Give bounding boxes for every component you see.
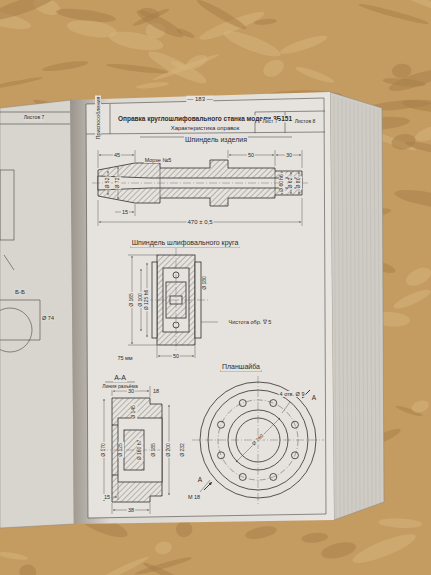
drawing-label: А-А: [113, 374, 127, 382]
right-page: [70, 92, 334, 524]
drawing-label: Ø 52: [105, 177, 111, 190]
drawing-label: Ø 72: [115, 177, 121, 190]
drawing-label: Ø 160 h7: [137, 439, 143, 462]
drawing-label: Приспособления: [95, 95, 101, 140]
drawing-label: Ø 232: [180, 442, 186, 458]
drawing-label: Ø 125 h6: [144, 289, 150, 312]
drawing-label: 470 ± 0,5: [187, 219, 214, 226]
drawing-label: Ø 170: [101, 442, 107, 458]
drawing-label: Шпиндель изделия: [184, 136, 248, 144]
drawing-label: Чистота обр. ∇ 5: [228, 319, 273, 325]
drawing-label: 15: [103, 494, 111, 500]
drawing-label: 38: [127, 507, 135, 513]
drawing-label: Ø 74: [41, 315, 55, 321]
drawing-label: А: [311, 394, 317, 401]
drawing-label: 4 отв. Ø 9: [279, 391, 306, 397]
drawing-label: А: [197, 476, 203, 483]
page-edges: [330, 92, 384, 520]
drawing-label: 50: [247, 152, 255, 158]
drawing-label: Морзе №5: [144, 157, 173, 163]
drawing-label: 75 мм: [116, 355, 133, 361]
drawing-label: Ø 80: [296, 177, 302, 190]
left-page: [0, 100, 74, 528]
drawing-label: 45: [113, 152, 121, 158]
drawing-label: — 183 —: [186, 96, 213, 103]
drawing-label: Ø 125: [118, 442, 124, 458]
drawing-label: Б-Б: [14, 289, 26, 296]
drawing-label: Ø 185: [151, 442, 157, 458]
section-a-a: [112, 398, 162, 502]
drawing-label: Ø 165: [129, 292, 135, 308]
drawing-label: Листов 7: [23, 115, 45, 121]
drawing-label: 15: [121, 209, 129, 215]
drawing-label: Ø 145: [131, 404, 137, 420]
drawing-label: Листов 8: [294, 119, 316, 125]
drawing-label: Ø 200: [166, 442, 172, 458]
drawing-label: 30: [285, 152, 293, 158]
drawing-label: 18: [152, 388, 160, 394]
drawing-label: Ø 100: [138, 292, 144, 308]
drawing-label: Ø 180: [202, 275, 208, 291]
drawing-label: Шпиндель шлифовального круга: [131, 239, 240, 247]
drawing-label: Ø 62: [288, 177, 294, 190]
header-table: [86, 104, 325, 134]
drawing-label: 50: [172, 353, 180, 359]
drawing-label: М 18: [187, 494, 201, 500]
drawing-label: Лист 7: [261, 119, 278, 125]
drawing-label: Характеристика оправок: [170, 125, 241, 132]
left-page-drawings: [0, 112, 70, 352]
drawing-label: Планшайба: [221, 363, 261, 371]
drawing-label: 30: [127, 388, 135, 394]
drawing-label: Ø 60 h6: [279, 173, 285, 193]
